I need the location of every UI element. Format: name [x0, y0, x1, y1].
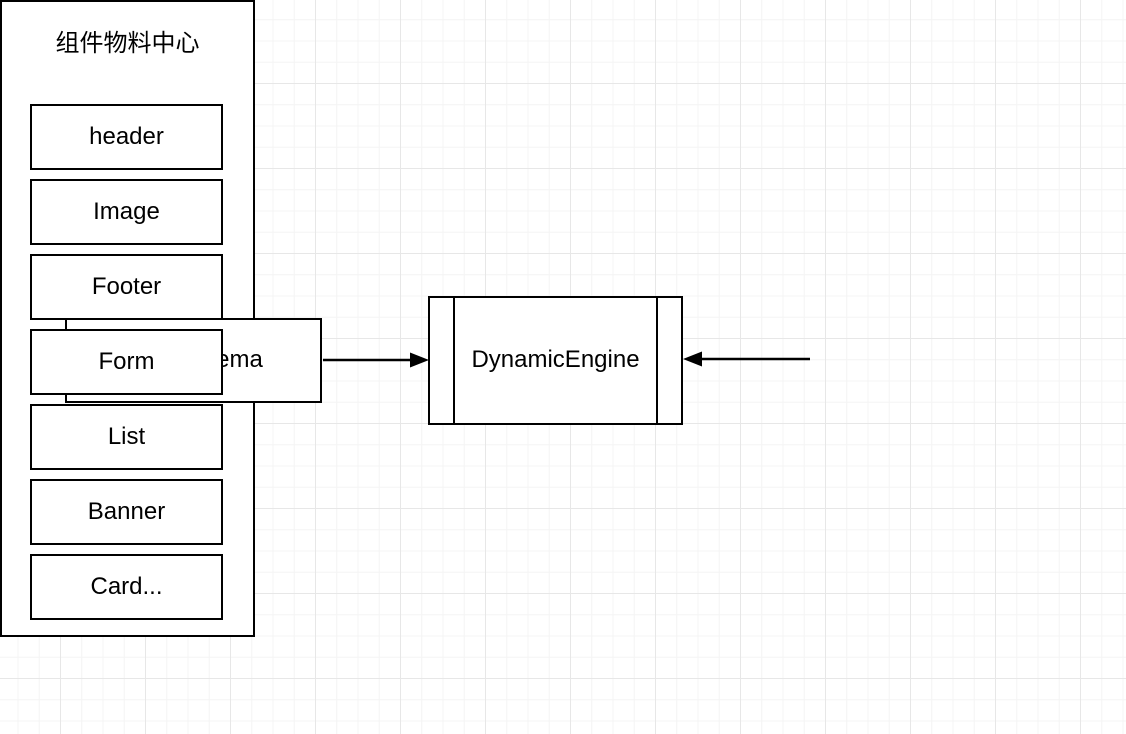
material-center-title: 组件物料中心 [55, 29, 200, 57]
component-item-image: Image [30, 179, 223, 245]
edge-json-schema-to-dynamic-engine [323, 352, 429, 368]
arrowhead-left-icon [683, 351, 702, 367]
component-item-form: Form [30, 329, 223, 395]
component-list: header Image Footer Form List Banner Car… [30, 104, 223, 620]
component-item-footer: Footer [30, 254, 223, 320]
node-dynamic-engine-label: DynamicEngine [471, 346, 640, 374]
component-item-card: Card... [30, 554, 223, 620]
arrowhead-right-icon [410, 352, 429, 368]
component-item-header: header [30, 104, 223, 170]
node-dynamic-engine: DynamicEngine [428, 296, 683, 425]
node-material-center: 组件物料中心 header Image Footer Form List Ban… [0, 0, 255, 637]
component-item-banner: Banner [30, 479, 223, 545]
edge-material-center-to-dynamic-engine [683, 351, 810, 367]
component-item-list: List [30, 404, 223, 470]
